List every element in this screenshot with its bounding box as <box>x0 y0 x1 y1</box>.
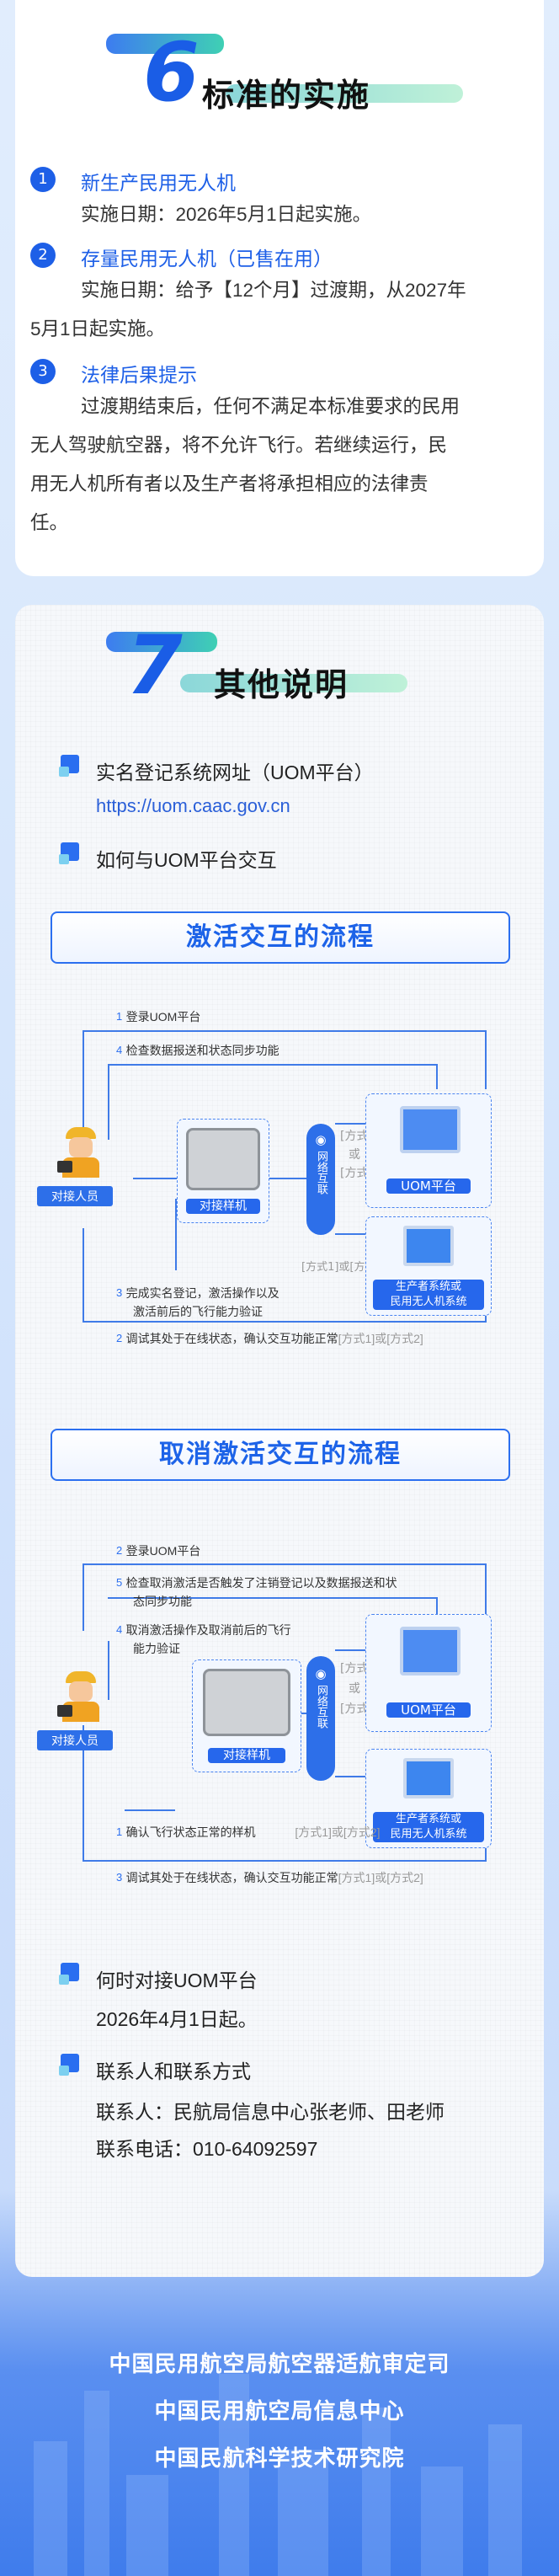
step-label: 态同步功能 <box>133 1595 192 1608</box>
item-body: 任。 <box>30 512 69 533</box>
step-number: 1 <box>116 1010 123 1023</box>
item-body: 实施日期：2026年5月1日起实施。 <box>81 204 372 225</box>
bullet-icon <box>59 755 83 778</box>
computer-icon <box>400 1627 461 1675</box>
section-number: 6 <box>143 25 200 120</box>
section6-card: 6 标准的实施 1 新生产民用无人机 实施日期：2026年5月1日起实施。 2 … <box>15 0 544 576</box>
producer-system-box: 生产者系统或民用无人机系统 <box>365 1216 492 1316</box>
city-skyline <box>0 2325 559 2576</box>
flow2-title: 取消激活交互的流程 <box>51 1429 510 1481</box>
item-title: 存量民用无人机（已售在用） <box>81 248 333 270</box>
section-title: 标准的实施 <box>202 77 371 114</box>
step-label: 能力验证 <box>133 1642 180 1655</box>
step-label: 登录UOM平台 <box>125 1544 201 1558</box>
step-label: 检查取消激活是否触发了注销登记以及数据报送和状 <box>125 1576 397 1590</box>
monitor-icon <box>403 1226 454 1266</box>
step-label: 调试其处于在线状态，确认交互功能正常 <box>125 1332 338 1345</box>
or-label: 或 <box>349 1682 360 1696</box>
monitor-icon <box>403 1758 454 1798</box>
producer-label: 生产者系统或民用无人机系统 <box>373 1280 484 1310</box>
engineer-icon <box>56 1127 106 1178</box>
step-label: 完成实名登记，激活操作以及 <box>125 1286 280 1300</box>
item-body: 无人驾驶航空器，将不允许飞行。若继续运行，民 <box>30 435 448 456</box>
uom-title: 实名登记系统网址（UOM平台） <box>96 762 374 783</box>
item-body: 实施日期：给予【12个月】过渡期，从2027年 <box>81 280 466 301</box>
when-body: 2026年4月1日起。 <box>96 2008 258 2030</box>
footer-org: 中国民用航空局航空器适航审定司 <box>109 2352 450 2377</box>
title-decor <box>106 632 217 652</box>
when-title: 何时对接UOM平台 <box>96 1969 258 1991</box>
step-mode: [方式1]或[方式2] <box>338 1332 423 1345</box>
uom-label: UOM平台 <box>386 1702 471 1718</box>
item-title: 新生产民用无人机 <box>81 172 236 194</box>
sample-box: 对接样机 <box>177 1119 269 1223</box>
contact-person: 联系人：民航局信息中心张老师、田老师 <box>96 2101 445 2123</box>
item-body: 5月1日起实施。 <box>30 318 166 339</box>
item-number: 1 <box>30 167 56 192</box>
item-number: 2 <box>30 243 56 268</box>
network-column: ◉ 网络互联 <box>306 1124 335 1235</box>
title-decor <box>226 84 463 103</box>
producer-label: 生产者系统或民用无人机系统 <box>373 1812 484 1842</box>
step-number: 4 <box>116 1623 123 1636</box>
step-mode: [方式1]或[方式2] <box>295 1825 381 1839</box>
step-label: 确认飞行状态正常的样机 <box>125 1825 256 1839</box>
step-number: 3 <box>116 1871 123 1884</box>
person-label: 对接人员 <box>37 1730 113 1750</box>
title-decor <box>180 674 407 692</box>
step-label: 调试其处于在线状态，确认交互功能正常 <box>125 1871 338 1884</box>
sample-label: 对接样机 <box>186 1199 260 1214</box>
engineer-icon <box>56 1671 106 1722</box>
step-number: 4 <box>116 1044 123 1056</box>
step-number: 5 <box>116 1576 123 1589</box>
footer-org: 中国民航科学技术研究院 <box>154 2446 405 2472</box>
step-mode: [方式1]或[方式2] <box>338 1871 423 1884</box>
wifi-icon: ◉ <box>315 1666 327 1681</box>
network-label: 网络互联 <box>315 1685 327 1729</box>
step-label: 登录UOM平台 <box>125 1010 201 1023</box>
item-body: 用无人机所有者以及生产者将承担相应的法律责 <box>30 473 429 494</box>
bullet-icon <box>59 842 83 866</box>
item-number: 3 <box>30 359 56 384</box>
contact-title: 联系人和联系方式 <box>96 2060 251 2082</box>
section-number: 7 <box>126 618 183 713</box>
uom-url-link[interactable]: https://uom.caac.gov.cn <box>96 795 290 816</box>
person-label: 对接人员 <box>37 1186 113 1206</box>
network-label: 网络互联 <box>315 1151 327 1194</box>
uom-platform-box: UOM平台 <box>365 1093 492 1208</box>
step-label: 激活前后的飞行能力验证 <box>133 1305 263 1318</box>
item-title: 法律后果提示 <box>81 364 197 386</box>
uom-platform-box: UOM平台 <box>365 1614 492 1732</box>
uom-label: UOM平台 <box>386 1178 471 1194</box>
footer-org: 中国民用航空局信息中心 <box>154 2399 405 2424</box>
item-body: 过渡期结束后，任何不满足本标准要求的民用 <box>81 396 461 417</box>
contact-phone: 联系电话：010-64092597 <box>96 2138 318 2160</box>
bullet-icon <box>59 2054 83 2077</box>
wifi-icon: ◉ <box>315 1132 327 1147</box>
interact-title: 如何与UOM平台交互 <box>96 849 277 871</box>
step-number: 1 <box>116 1825 123 1838</box>
step-label: 取消激活操作及取消前后的飞行 <box>125 1623 291 1637</box>
section7-card: 7 其他说明 实名登记系统网址（UOM平台） https://uom.caac.… <box>15 605 544 2277</box>
computer-icon <box>400 1106 461 1153</box>
producer-system-box: 生产者系统或民用无人机系统 <box>365 1749 492 1848</box>
sample-box: 对接样机 <box>192 1659 301 1772</box>
step-number: 2 <box>116 1332 123 1344</box>
section-title: 其他说明 <box>214 666 349 703</box>
step-number: 3 <box>116 1286 123 1299</box>
bullet-icon <box>59 1963 83 1986</box>
or-label: 或 <box>349 1148 360 1162</box>
network-column: ◉ 网络互联 <box>306 1656 335 1781</box>
drone-case-icon <box>203 1669 290 1736</box>
flow1-title: 激活交互的流程 <box>51 911 510 964</box>
drone-case-icon <box>186 1128 260 1190</box>
title-decor <box>106 34 224 54</box>
step-label: 检查数据报送和状态同步功能 <box>125 1044 280 1057</box>
sample-label: 对接样机 <box>208 1748 285 1763</box>
step-number: 2 <box>116 1544 123 1557</box>
